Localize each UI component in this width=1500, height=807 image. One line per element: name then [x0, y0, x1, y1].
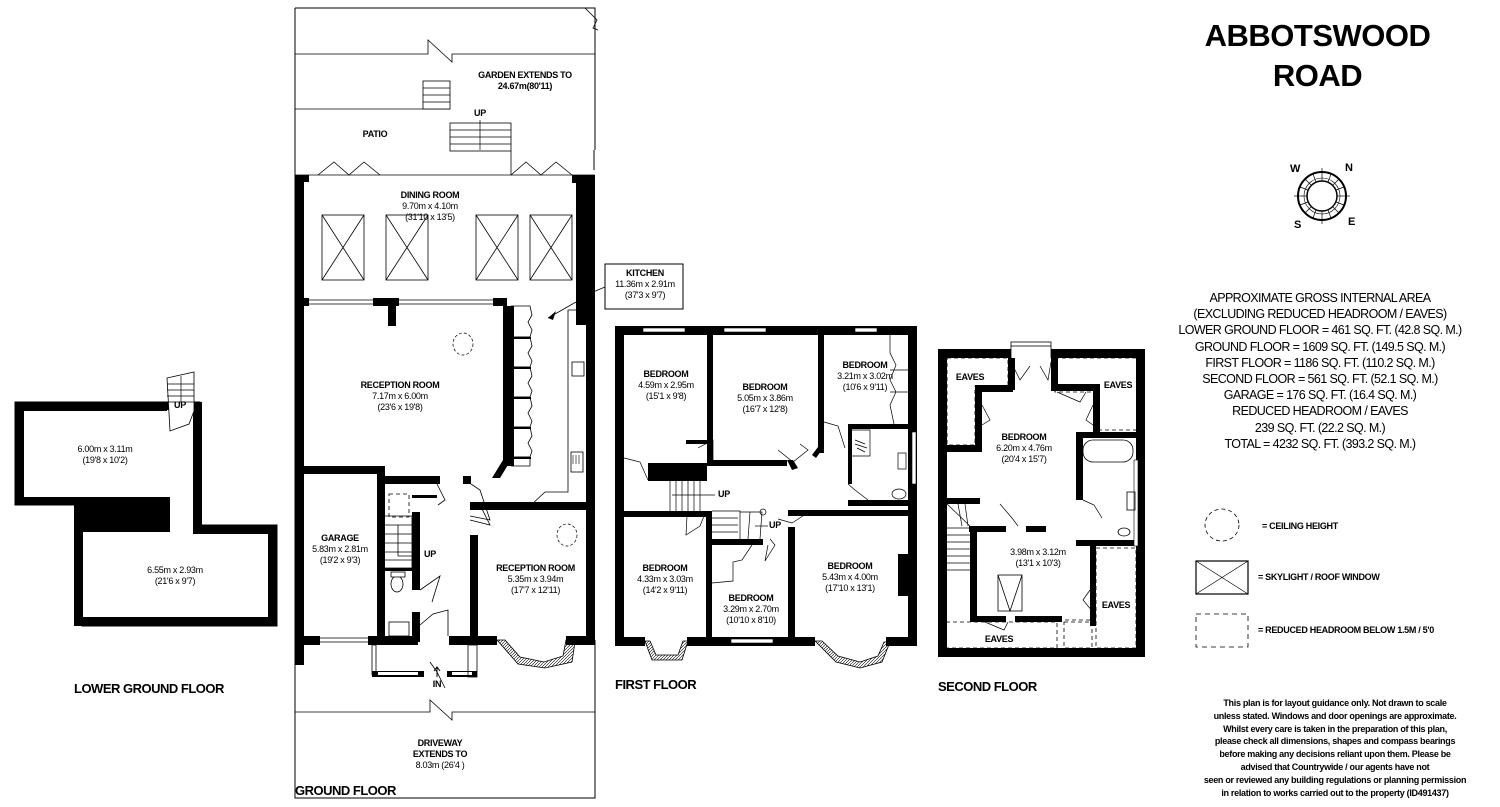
compass-north: N: [1345, 162, 1353, 174]
legend-skylight: = SKYLIGHT / ROOF WINDOW: [1258, 572, 1380, 582]
ff-bedroom-4-label: BEDROOM 4.33m x 3.03m (14'2 x 9'11): [637, 563, 693, 595]
driveway-label: DRIVEWAY EXTENDS TO 8.03m (26'4 ): [412, 738, 468, 770]
first-floor-title: FIRST FLOOR: [615, 677, 697, 692]
ground-floor-plan: [294, 7, 684, 799]
area-eaves-label: REDUCED HEADROOM / EAVES: [1232, 404, 1408, 419]
bath-icon: [1082, 439, 1134, 463]
reception-room-1-label: RECEPTION ROOM 7.17m x 6.00m (23'6 x 19'…: [360, 380, 440, 412]
area-eaves-value: 239 SQ. FT. (22.2 SQ. M.): [1254, 420, 1386, 435]
disclaimer-line: seen or reviewed any building regulation…: [1203, 774, 1467, 785]
lg-room-1-label: 6.00m x 3.11m (19'8 x 10'2): [77, 444, 133, 465]
ff-bedroom-5-label: BEDROOM 3.29m x 2.70m (10'10 x 8'10): [723, 593, 779, 625]
eaves-label: EAVES: [1103, 380, 1133, 390]
eaves-label: EAVES: [955, 372, 985, 382]
second-floor-title: SECOND FLOOR: [938, 679, 1037, 694]
ground-stairs-up: UP: [424, 549, 436, 559]
first-floor-plan: [615, 326, 917, 669]
skylight-legend-icon: [1195, 560, 1249, 595]
garden-label: GARDEN EXTENDS TO 24.67m(80'11): [478, 70, 572, 91]
area-ground: GROUND FLOOR = 1609 SQ. FT. (149.5 SQ. M…: [1194, 339, 1446, 354]
legend-reduced-headroom: = REDUCED HEADROOM BELOW 1.5M / 5'0: [1258, 625, 1434, 635]
area-total: TOTAL = 4232 SQ. FT. (393.2 SQ. M.): [1224, 436, 1417, 451]
eaves-label: EAVES: [984, 634, 1014, 644]
reduced-headroom-legend-icon: [1195, 613, 1249, 648]
disclaimer-line: advised that Countrywide / our agents ha…: [1240, 761, 1430, 772]
title-line-2: ROAD: [1272, 58, 1363, 93]
patio-label: PATIO: [362, 129, 388, 139]
ceiling-height-marker: [452, 332, 474, 356]
eaves-label: EAVES: [1101, 600, 1131, 610]
legend-ceiling-height: = CEILING HEIGHT: [1262, 521, 1338, 531]
disclaimer-line: before making any decisions reliant upon…: [1219, 749, 1451, 760]
lower-ground-floor-plan: [14, 371, 278, 627]
kitchen-label: KITCHEN 11.36m x 2.91m (37'3 x 9'7): [615, 268, 675, 300]
dining-skylights: [321, 214, 573, 281]
lg-stairs-up: UP: [174, 400, 186, 410]
area-heading: APPROXIMATE GROSS INTERNAL AREA: [1209, 291, 1431, 305]
legend-icons: [1195, 508, 1249, 648]
wc-icon: [390, 575, 404, 593]
compass-west: W: [1290, 163, 1301, 175]
lower-ground-floor-title: LOWER GROUND FLOOR: [74, 681, 224, 696]
patio-stairs-up: UP: [474, 108, 486, 118]
first-floor-stairs: [623, 335, 908, 584]
ff-stairs-up: UP: [718, 489, 730, 499]
compass-east: E: [1348, 216, 1356, 228]
ff-bedroom-1-label: BEDROOM 4.59m x 2.95m (15'1 x 9'8): [638, 369, 694, 401]
lower-ground-stairs: [166, 371, 195, 432]
entrance-in: IN: [432, 679, 442, 689]
hob-icon: [571, 361, 585, 377]
disclaimer: This plan is for layout guidance only. N…: [1170, 697, 1500, 799]
garden-stairs: [422, 80, 512, 175]
area-summary: APPROXIMATE GROSS INTERNAL AREA (EXCLUDI…: [1150, 290, 1490, 452]
dining-room-label: DINING ROOM 9.70m x 4.10m (31'10 x 13'5): [400, 190, 460, 222]
second-floor-plan: [938, 341, 1145, 657]
reception-room-2-label: RECEPTION ROOM 5.35m x 3.94m (17'7 x 12'…: [496, 563, 575, 595]
ff-bedroom-3-label: BEDROOM 3.21m x 3.02m (10'6 x 9'11): [837, 360, 893, 392]
ceiling-height-marker: [556, 523, 578, 547]
lg-room-2-label: 6.55m x 2.93m (21'6 x 9'7): [147, 565, 203, 586]
compass-south: S: [1294, 219, 1302, 231]
second-floor-stairs: [946, 361, 1103, 631]
sf-room-2-label: 3.98m x 3.12m (13'1 x 10'3): [1010, 547, 1066, 568]
ground-floor-title: GROUND FLOOR: [295, 783, 396, 798]
area-garage: GARAGE = 176 SQ. FT. (16.4 SQ. M.): [1223, 388, 1417, 403]
disclaimer-line: unless stated. Windows and door openings…: [1213, 710, 1457, 721]
area-first: FIRST FLOOR = 1186 SQ. FT. (110.2 SQ. M.…: [1205, 355, 1435, 370]
compass-icon: [1294, 168, 1350, 224]
basin-icon: [388, 621, 410, 637]
ff-stairs-up-2: UP: [769, 520, 781, 530]
property-title: ABBOTSWOOD ROAD: [1180, 16, 1455, 96]
ff-bedroom-2-label: BEDROOM 5.05m x 3.86m (16'7 x 12'8): [737, 382, 793, 414]
ceiling-height-legend-icon: [1204, 508, 1240, 542]
disclaimer-line: in relation to works carried out to the …: [1221, 787, 1449, 798]
sink-icon: [570, 451, 584, 473]
disclaimer-line: Whilst every care is taken in the prepar…: [1223, 723, 1447, 734]
sf-bedroom-label: BEDROOM 6.20m x 4.76m (20'4 x 15'7): [996, 432, 1052, 464]
ff-bedroom-6-label: BEDROOM 5.43m x 4.00m (17'10 x 13'1): [822, 561, 878, 593]
area-second: SECOND FLOOR = 561 SQ. FT. (52.1 SQ. M.): [1202, 372, 1438, 387]
disclaimer-line: please check all dimensions, shapes and …: [1214, 736, 1456, 747]
title-line-1: ABBOTSWOOD: [1204, 18, 1431, 53]
garage-label: GARAGE 5.83m x 2.81m (19'2 x 9'3): [312, 533, 368, 565]
area-lower-ground: LOWER GROUND FLOOR = 461 SQ. FT. (42.8 S…: [1178, 323, 1462, 338]
disclaimer-line: This plan is for layout guidance only. N…: [1223, 698, 1447, 708]
area-subheading: (EXCLUDING REDUCED HEADROOM / EAVES): [1193, 307, 1447, 322]
